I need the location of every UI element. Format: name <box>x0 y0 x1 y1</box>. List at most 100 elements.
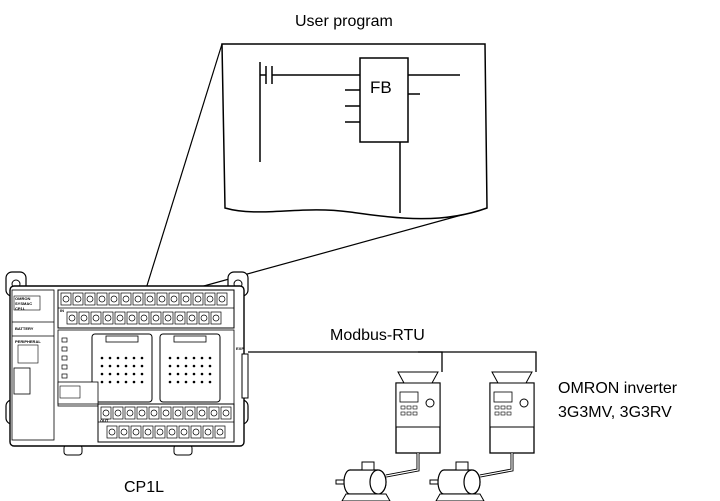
brand-text: OMRON <box>15 296 30 301</box>
slot-pin-dot <box>132 372 136 376</box>
cp1l-plc: OMRON SYSMAC CP1L BATTERY PERIPHERAL IN … <box>5 271 249 456</box>
slot-pin-dot <box>100 364 104 368</box>
slot-pin-dot <box>192 364 196 368</box>
terminal-screw-icon <box>104 314 112 322</box>
slot-pin-dot <box>208 356 212 360</box>
terminal-screw-icon <box>158 295 166 303</box>
slot-pin-dot <box>192 356 196 360</box>
terminal-screw-icon <box>86 295 94 303</box>
terminal-screw-icon <box>162 409 170 417</box>
terminal-screw-icon <box>218 295 226 303</box>
terminal-screw-icon <box>68 314 76 322</box>
terminal-screw-icon <box>62 295 70 303</box>
slot-pin-dot <box>168 356 172 360</box>
slot-pin-dot <box>100 380 104 384</box>
slot-pin-dot <box>176 364 180 368</box>
status-led-icon <box>61 355 68 361</box>
peripheral-port <box>13 367 31 395</box>
slot-pin-dot <box>192 372 196 376</box>
zoom-line-left <box>144 43 223 293</box>
slot-pin-dot <box>132 380 136 384</box>
terminal-screw-icon <box>170 295 178 303</box>
slot-pin-dot <box>176 372 180 376</box>
terminal-screw-icon <box>98 295 106 303</box>
terminal-screw-icon <box>110 295 118 303</box>
inverter-label-line1: OMRON inverter <box>558 380 678 397</box>
terminal-screw-icon <box>146 295 154 303</box>
fb-label: FB <box>370 78 392 97</box>
output-mark: OUT <box>100 418 109 423</box>
option-slot-2 <box>159 333 221 403</box>
modbus-line-1 <box>248 351 443 372</box>
slot-pin-dot <box>184 356 188 360</box>
terminal-screw-icon <box>212 314 220 322</box>
slot-pin-dot <box>140 356 144 360</box>
slot-pin-dot <box>124 372 128 376</box>
terminal-screw-icon <box>140 314 148 322</box>
slot-pin-dot <box>184 380 188 384</box>
slot-pin-dot <box>116 372 120 376</box>
terminal-screw-icon <box>176 314 184 322</box>
slot-pin-dot <box>116 356 120 360</box>
terminal-screw-icon <box>122 295 130 303</box>
fb-block <box>359 57 409 143</box>
modbus-line-2 <box>418 351 537 372</box>
slot-pin-dot <box>184 364 188 368</box>
motor-1 <box>335 461 391 501</box>
model-text-2: CP1L <box>15 306 26 311</box>
terminal-screw-icon <box>198 409 206 417</box>
slot-pin-dot <box>192 380 196 384</box>
model-text-1: SYSMAC <box>15 301 32 306</box>
inverter-2 <box>489 371 535 454</box>
terminal-screw-icon <box>92 314 100 322</box>
status-led-icon <box>61 337 68 343</box>
terminal-screw-icon <box>150 409 158 417</box>
slot-pin-dot <box>168 380 172 384</box>
slot-pin-dot <box>108 364 112 368</box>
exp-text: EXP <box>236 346 244 351</box>
cp1l-label: CP1L <box>124 479 164 496</box>
terminal-screw-icon <box>222 409 230 417</box>
slot-pin-dot <box>168 364 172 368</box>
slot-pin-dot <box>200 356 204 360</box>
status-led-icon <box>61 373 68 379</box>
motor-2 <box>429 461 485 501</box>
terminal-screw-icon <box>132 428 140 436</box>
terminal-screw-icon <box>168 428 176 436</box>
terminal-screw-icon <box>192 428 200 436</box>
slot-pin-dot <box>124 380 128 384</box>
slot-pin-dot <box>176 380 180 384</box>
slot-pin-dot <box>184 372 188 376</box>
terminal-screw-icon <box>74 295 82 303</box>
user-program-label: User program <box>295 13 393 30</box>
slot-pin-dot <box>200 364 204 368</box>
slot-pin-dot <box>208 372 212 376</box>
terminal-screw-icon <box>200 314 208 322</box>
terminal-screw-icon <box>174 409 182 417</box>
status-led-icon <box>61 364 68 370</box>
slot-pin-dot <box>208 380 212 384</box>
terminal-screw-icon <box>120 428 128 436</box>
terminal-screw-icon <box>206 295 214 303</box>
terminal-screw-icon <box>194 295 202 303</box>
slot-pin-dot <box>116 380 120 384</box>
terminal-screw-icon <box>216 428 224 436</box>
slot-pin-dot <box>124 364 128 368</box>
terminal-screw-icon <box>186 409 194 417</box>
terminal-screw-icon <box>126 409 134 417</box>
slot-pin-dot <box>108 356 112 360</box>
slot-pin-dot <box>108 372 112 376</box>
terminal-screw-icon <box>80 314 88 322</box>
slot-pin-dot <box>108 380 112 384</box>
slot-pin-dot <box>100 372 104 376</box>
program-sheet <box>221 43 488 220</box>
slot-pin-dot <box>208 364 212 368</box>
slot-pin-dot <box>168 372 172 376</box>
slot-pin-dot <box>124 356 128 360</box>
terminal-screw-icon <box>182 295 190 303</box>
terminal-screw-icon <box>108 428 116 436</box>
slot-pin-dot <box>140 372 144 376</box>
battery-text: BATTERY <box>15 326 34 331</box>
